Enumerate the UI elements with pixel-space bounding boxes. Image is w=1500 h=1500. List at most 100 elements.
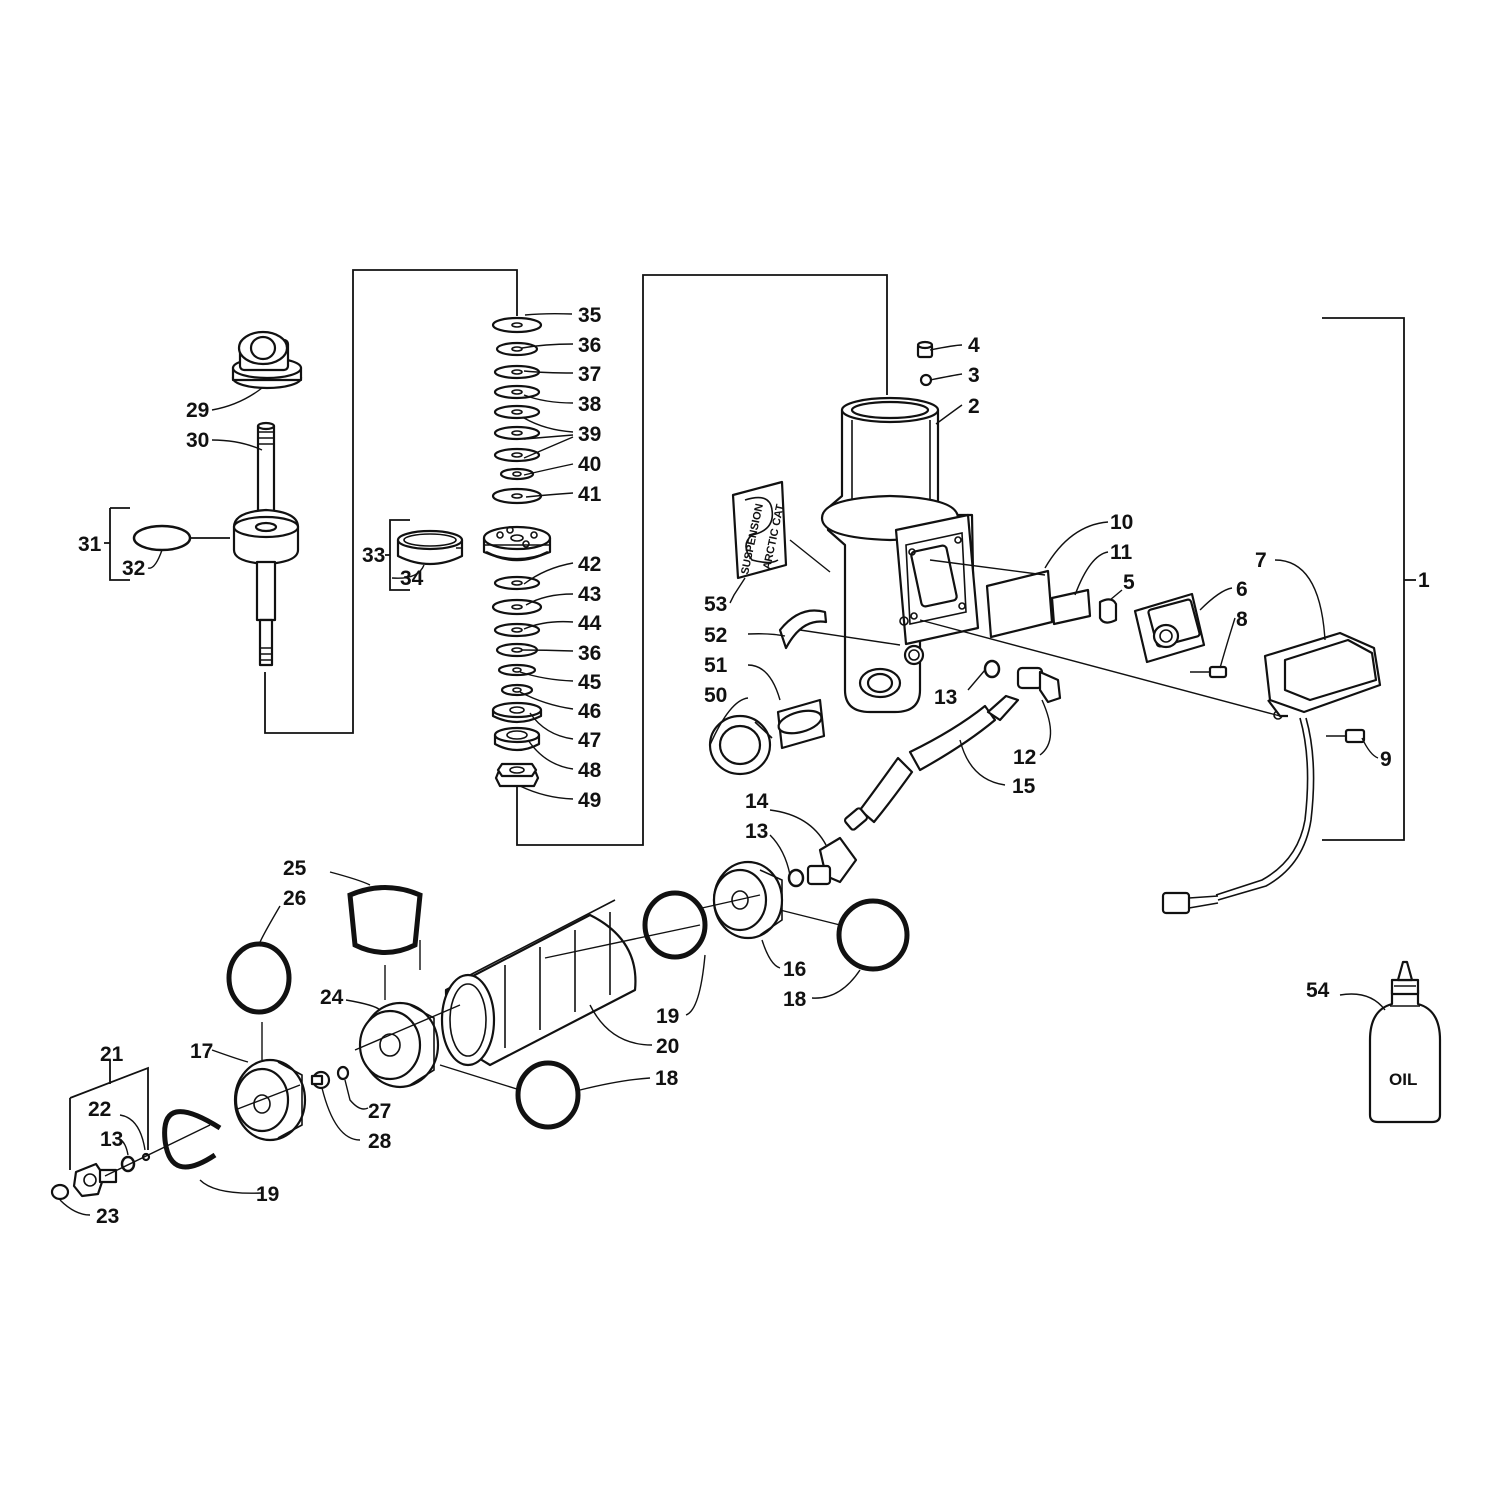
callout-label: 36 bbox=[578, 334, 601, 357]
callout-label: 42 bbox=[578, 553, 601, 576]
piston-band-part bbox=[347, 885, 423, 955]
callout-leaders bbox=[59, 312, 1386, 1216]
callout-label: 35 bbox=[578, 304, 602, 327]
reservoir-cover-part bbox=[1161, 631, 1382, 915]
cap-screw-part bbox=[1326, 728, 1366, 744]
o-ring-part bbox=[120, 1155, 136, 1173]
callout-label: 27 bbox=[368, 1100, 391, 1123]
o-ring-part bbox=[787, 868, 805, 888]
callout-label: 45 bbox=[578, 671, 602, 694]
callout-label: 43 bbox=[578, 583, 601, 606]
callout-label: 22 bbox=[88, 1098, 111, 1121]
valve-plate-part bbox=[1133, 592, 1206, 664]
callout-label: 32 bbox=[122, 557, 145, 580]
shock-housing-part bbox=[820, 396, 980, 714]
bleeder-screw-part bbox=[916, 340, 934, 359]
o-ring-part bbox=[983, 659, 1001, 679]
callout-label: 30 bbox=[186, 429, 209, 452]
o-ring-part bbox=[836, 898, 910, 972]
callout-label: 13 bbox=[745, 820, 768, 843]
snap-ring-part bbox=[162, 1109, 222, 1170]
valve-stack bbox=[396, 316, 552, 788]
callout-label: 39 bbox=[578, 423, 601, 446]
callout-label: 21 bbox=[100, 1043, 124, 1066]
callout-label: 25 bbox=[283, 857, 307, 880]
callout-label: 33 bbox=[362, 544, 385, 567]
callout-label: 18 bbox=[783, 988, 807, 1011]
callout-label: 4 bbox=[968, 334, 980, 357]
callout-label: 1 bbox=[1418, 569, 1430, 592]
callout-label: 23 bbox=[96, 1205, 119, 1228]
valve-screw-part bbox=[310, 1070, 331, 1090]
callout-label: 8 bbox=[1236, 608, 1248, 631]
callout-label: 51 bbox=[704, 654, 728, 677]
lock-nut-part bbox=[494, 762, 540, 788]
callout-label: 15 bbox=[1012, 775, 1036, 798]
oil-container-label: OIL bbox=[1389, 1070, 1417, 1089]
end-cap-part bbox=[712, 860, 784, 940]
callout-label: 38 bbox=[578, 393, 602, 416]
washer-part bbox=[336, 1065, 350, 1081]
callout-label: 13 bbox=[100, 1128, 123, 1151]
eyelet-mount-part bbox=[231, 330, 303, 390]
valve-body-part bbox=[233, 1058, 307, 1142]
shock-body-assembly: SUSPENSION ARCTIC CAT bbox=[708, 340, 1382, 915]
callout-label: 6 bbox=[1236, 578, 1248, 601]
callout-label: 9 bbox=[1380, 748, 1392, 771]
callout-label: 34 bbox=[400, 567, 424, 590]
check-ball-part bbox=[919, 373, 933, 387]
callout-label: 28 bbox=[368, 1130, 392, 1153]
callout-label: 41 bbox=[578, 483, 602, 506]
callout-label: 49 bbox=[578, 789, 601, 812]
oil-container-part: OIL bbox=[1368, 960, 1442, 1124]
callout-label: 12 bbox=[1013, 746, 1036, 769]
shim-stack-upper bbox=[491, 316, 543, 505]
callout-label: 31 bbox=[78, 533, 102, 556]
callout-label: 3 bbox=[968, 364, 980, 387]
callout-label: 48 bbox=[578, 759, 602, 782]
callout-label: 26 bbox=[283, 887, 306, 910]
callout-labels: 1 2 3 4 5 6 7 8 9 10 11 12 13 13 13 14 1… bbox=[78, 304, 1430, 1228]
callout-label: 46 bbox=[578, 700, 601, 723]
elbow-fitting-part bbox=[1016, 666, 1062, 704]
callout-label: 52 bbox=[704, 624, 727, 647]
callout-label: 19 bbox=[656, 1005, 679, 1028]
shaft-assembly bbox=[132, 330, 303, 667]
callout-label: 37 bbox=[578, 363, 601, 386]
floating-piston-part bbox=[358, 1001, 440, 1089]
bushing-part bbox=[776, 698, 826, 750]
callout-label: 11 bbox=[1110, 541, 1133, 564]
callout-label: 54 bbox=[1306, 979, 1330, 1002]
callout-label: 13 bbox=[934, 686, 957, 709]
seal-part bbox=[1098, 598, 1118, 624]
piston-band-part bbox=[396, 529, 464, 566]
reservoir-canister-part bbox=[440, 899, 637, 1067]
wiper-part bbox=[778, 609, 828, 650]
callout-label: 24 bbox=[320, 986, 344, 1009]
callout-label: 17 bbox=[190, 1040, 213, 1063]
callout-label: 10 bbox=[1110, 511, 1133, 534]
screen-part bbox=[1050, 588, 1092, 626]
reservoir-assembly bbox=[50, 836, 910, 1201]
callout-label: 40 bbox=[578, 453, 601, 476]
valve-cap-part bbox=[50, 1183, 70, 1201]
callout-label: 19 bbox=[256, 1183, 279, 1206]
valve-piston-part bbox=[482, 525, 552, 562]
seal-cap-part bbox=[708, 714, 773, 776]
callout-label: 53 bbox=[704, 593, 727, 616]
gasket-part bbox=[985, 569, 1054, 639]
o-ring-part bbox=[515, 1060, 581, 1130]
piston-rod-part bbox=[232, 421, 300, 667]
callout-label: 47 bbox=[578, 729, 601, 752]
cap-screw-part bbox=[1190, 665, 1228, 679]
callout-label: 50 bbox=[704, 684, 727, 707]
assembly-connector-lines bbox=[264, 269, 1416, 846]
schrader-valve-part bbox=[72, 1162, 118, 1198]
exploded-axis-line bbox=[104, 894, 761, 1177]
callout-label: 18 bbox=[655, 1067, 679, 1090]
snap-ring-part bbox=[642, 890, 708, 960]
shim-stack-lower bbox=[491, 575, 543, 752]
exploded-axis-line bbox=[799, 559, 1281, 717]
hose-part bbox=[843, 694, 1020, 831]
